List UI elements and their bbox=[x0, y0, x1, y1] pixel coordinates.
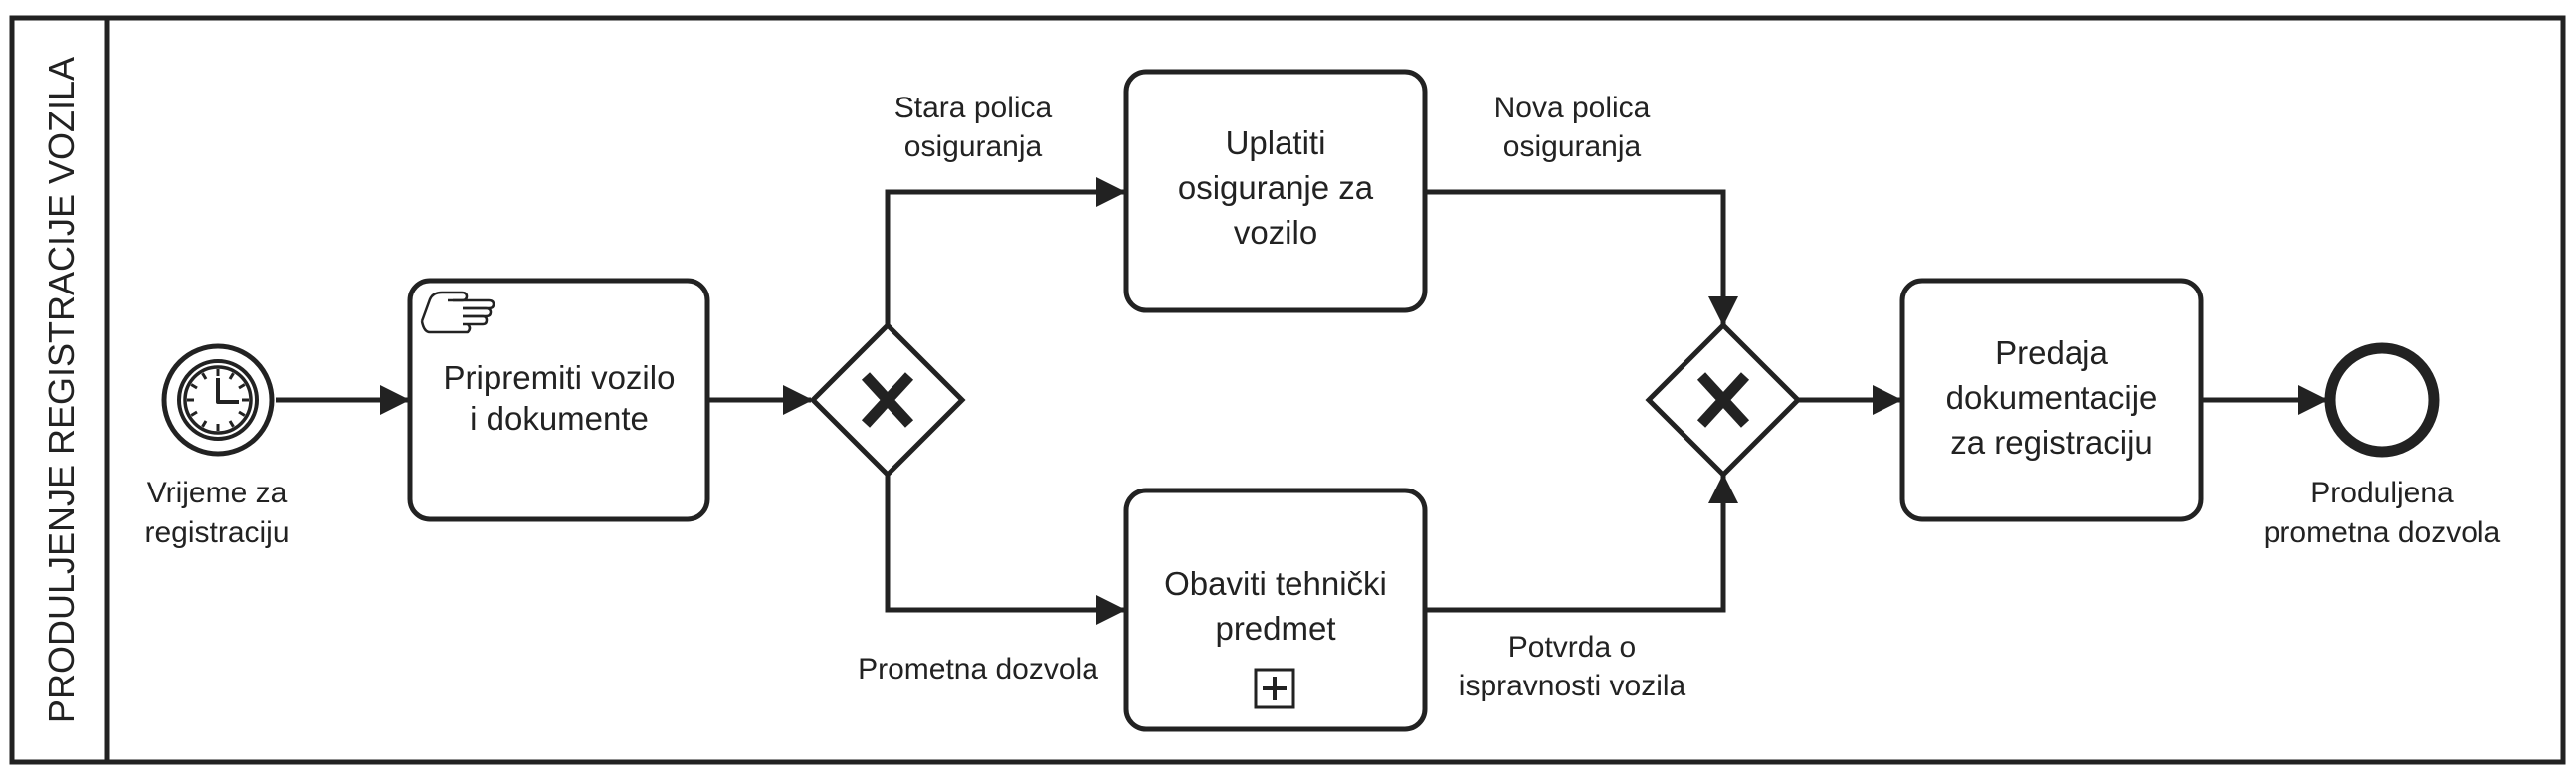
pool-title: PRODULJENJE REGISTRACIJE VOZILA bbox=[41, 57, 82, 723]
clock-icon bbox=[183, 365, 253, 435]
task-label: Predaja bbox=[1995, 334, 2108, 371]
flow-label-old-policy: Stara polica bbox=[894, 92, 1053, 124]
task-prepare[interactable]: Pripremiti vozilo i dokumente bbox=[407, 278, 710, 522]
label-line: registraciju bbox=[144, 516, 289, 549]
subprocess-technical[interactable]: Obaviti tehnički predmet bbox=[1123, 488, 1428, 732]
task-insurance[interactable]: Uplatiti osiguranje za vozilo bbox=[1123, 69, 1428, 313]
flow-label-new-policy: Nova polica bbox=[1494, 92, 1651, 124]
flow-label-old-policy: osiguranja bbox=[904, 130, 1043, 163]
sequence-flows bbox=[276, 177, 2328, 625]
flow-label-confirmation: Potvrda o bbox=[1508, 631, 1636, 664]
task-label: za registraciju bbox=[1950, 424, 2153, 461]
x-icon bbox=[861, 372, 914, 428]
flow-label-new-policy: osiguranja bbox=[1503, 130, 1642, 163]
task-label: Pripremiti vozilo bbox=[444, 359, 676, 396]
start-event-timer[interactable] bbox=[161, 343, 275, 457]
plus-icon[interactable] bbox=[1254, 668, 1295, 709]
flow-label-confirmation: ispravnosti vozila bbox=[1459, 670, 1686, 702]
flow-labels: Stara polica osiguranja Nova polica osig… bbox=[858, 92, 1685, 702]
task-label: vozilo bbox=[1234, 214, 1317, 251]
end-event-label: Produljena prometna dozvola bbox=[2264, 477, 2501, 549]
x-icon bbox=[1696, 372, 1750, 428]
task-label: dokumentacije bbox=[1946, 379, 2158, 416]
flow-technical-to-join bbox=[1425, 474, 1738, 613]
start-event-label: Vrijeme za registraciju bbox=[144, 477, 289, 549]
flow-split-to-insurance bbox=[885, 177, 1126, 325]
gateway-split[interactable] bbox=[809, 321, 966, 479]
task-label: Uplatiti bbox=[1226, 124, 1326, 161]
flow-split-to-technical bbox=[885, 475, 1126, 625]
flow-insurance-to-join bbox=[1425, 189, 1738, 326]
task-label: predmet bbox=[1215, 610, 1335, 647]
hand-icon bbox=[420, 291, 495, 334]
label-line: prometna dozvola bbox=[2264, 516, 2501, 549]
task-label: i dokumente bbox=[470, 400, 649, 437]
label-line: Vrijeme za bbox=[147, 477, 288, 509]
task-submit[interactable]: Predaja dokumentacije za registraciju bbox=[1899, 278, 2204, 522]
gateway-join[interactable] bbox=[1645, 321, 1802, 479]
label-line: Produljena bbox=[2310, 477, 2454, 509]
task-label: Obaviti tehnički bbox=[1164, 565, 1387, 602]
end-event[interactable] bbox=[2324, 342, 2440, 458]
flow-label-license: Prometna dozvola bbox=[858, 653, 1098, 685]
task-label: osiguranje za bbox=[1178, 169, 1374, 206]
